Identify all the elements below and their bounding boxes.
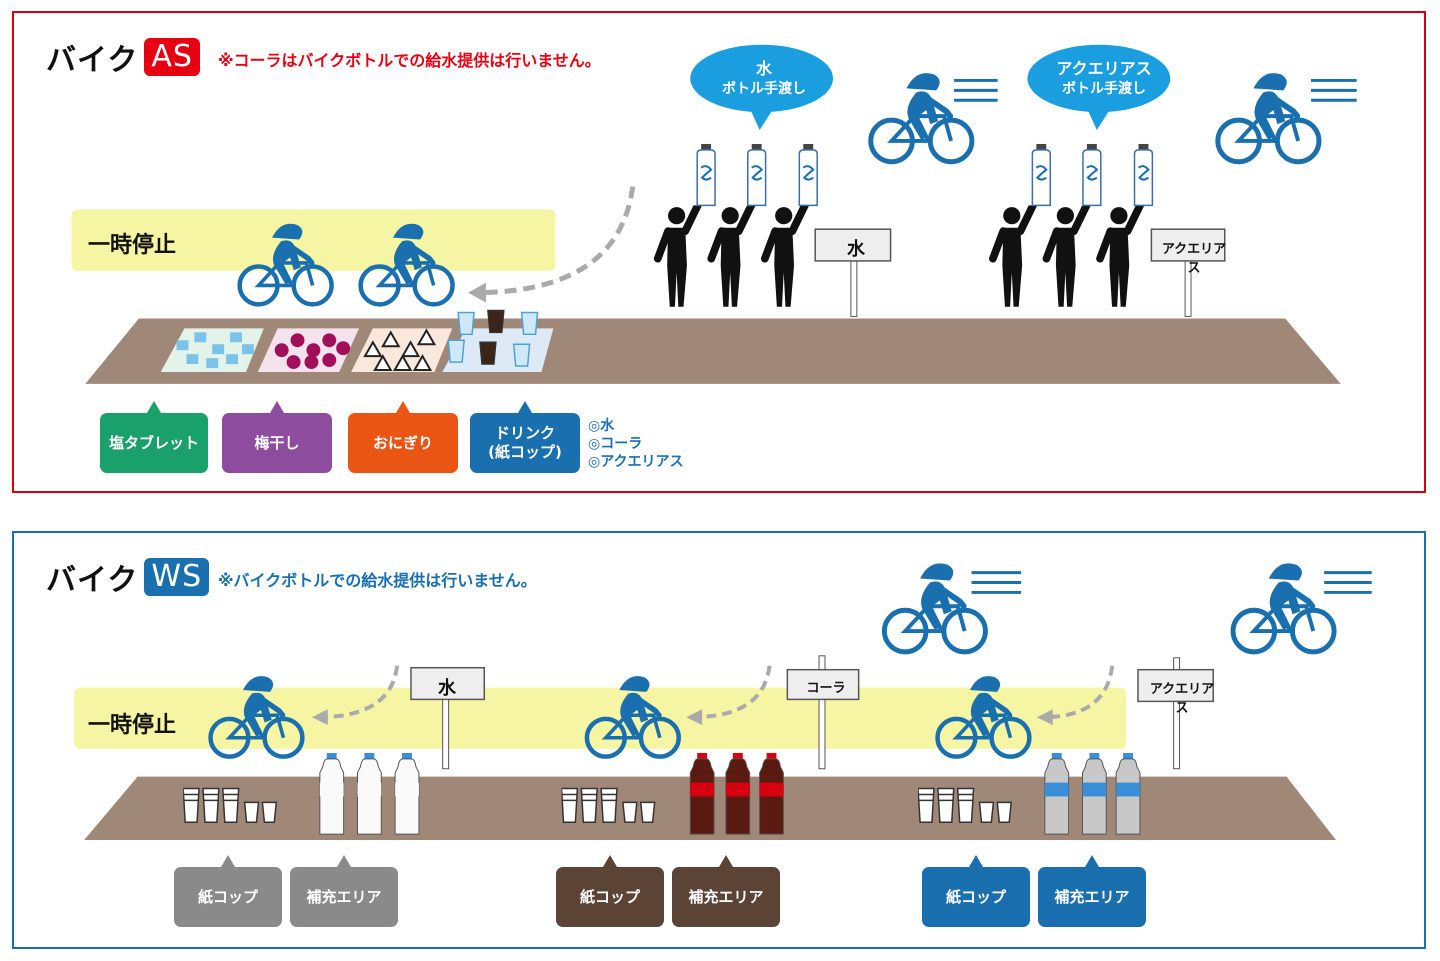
drink-cups-tray	[442, 309, 554, 372]
callout-drink: ドリンク (紙コップ)	[470, 401, 580, 473]
water-sign	[814, 228, 892, 317]
station3-sign	[1137, 657, 1214, 770]
callout-drink-line2: (紙コップ)	[488, 443, 562, 461]
salt-tablet-tray	[160, 328, 264, 372]
water-crew	[658, 143, 819, 307]
moving-cyclist-1-icon	[871, 73, 972, 162]
ws-moving-cyclist-2-icon	[1233, 563, 1334, 652]
aquarius-bubble	[1027, 44, 1171, 113]
speed-lines-1	[954, 78, 998, 102]
station2-refill-callout: 補充エリア	[672, 855, 780, 927]
station1-refill-label: 補充エリア	[306, 887, 382, 906]
ws-illustration	[74, 533, 1372, 841]
ws-title-text: バイク	[46, 563, 139, 598]
aquarius-sign-label: アクエリアス	[1161, 242, 1227, 276]
water-sign-label: 水	[847, 239, 865, 260]
callout-onigiri: おにぎり	[348, 401, 458, 473]
as-title: バイク AS	[46, 35, 200, 79]
station1-refill-callout: 補充エリア	[290, 855, 398, 927]
ws-stop-label: 一時停止	[88, 713, 177, 738]
callout-salt-tablet-label: 塩タブレット	[108, 433, 199, 452]
callout-salt-tablet: 塩タブレット	[100, 401, 208, 473]
station3-arrow	[1042, 665, 1115, 720]
ws-title: バイク WS	[46, 555, 210, 599]
callout-umeboshi-label: 梅干し	[254, 433, 300, 452]
station3-cup-label: 紙コップ	[945, 887, 1006, 906]
ws-speed-lines-2	[1324, 571, 1372, 594]
as-badge: AS	[144, 38, 200, 76]
station1-cup-callout: 紙コップ	[174, 855, 282, 927]
station1-cup-label: 紙コップ	[197, 887, 258, 906]
aquarius-sign	[1150, 228, 1226, 317]
station3-aquarius-bottles	[1044, 752, 1141, 835]
aquarius-bubble-line1: アクエリアス	[1056, 59, 1152, 78]
speed-lines-2	[1311, 78, 1357, 102]
station3-refill-callout: 補充エリア	[1038, 855, 1146, 927]
drink-list: ◎水 ◎コーラ ◎アクエリアス	[588, 417, 684, 471]
station2-sign-label: コーラ	[806, 681, 846, 696]
water-bubble-line2: ボトル手渡し	[722, 81, 806, 97]
station2-arrow	[692, 665, 772, 720]
station2-cola-bottles	[689, 752, 784, 835]
onigiri-tray	[351, 328, 453, 372]
ws-badge: WS	[144, 558, 210, 596]
ws-note: ※バイクボトルでの給水提供は行いません。	[218, 571, 537, 590]
stop-band	[71, 209, 556, 271]
water-bubble	[690, 44, 834, 113]
station3-cup-callout: 紙コップ	[922, 855, 1030, 927]
aquarius-bubble-text: アクエリアス ボトル手渡し	[1034, 59, 1174, 99]
drink-item-aquarius: ◎アクエリアス	[588, 454, 684, 470]
dashed-arrow	[474, 186, 636, 296]
as-illustration	[71, 44, 1357, 384]
ws-speed-lines-1	[971, 571, 1022, 594]
umeboshi-tray	[257, 328, 360, 372]
panel-as: バイク AS ※コーラはバイクボトルでの給水提供は行いません。 一時停止 水 ボ…	[12, 11, 1426, 493]
station2-cup-label: 紙コップ	[579, 887, 640, 906]
station3-refill-label: 補充エリア	[1054, 887, 1130, 906]
as-title-text: バイク	[46, 43, 139, 78]
callout-onigiri-label: おにぎり	[372, 433, 433, 452]
as-note: ※コーラはバイクボトルでの給水提供は行いません。	[218, 51, 601, 70]
panel-ws: バイク WS ※バイクボトルでの給水提供は行いません。 一時停止 水 コーラ ア…	[12, 531, 1426, 949]
ws-moving-cyclist-1-icon	[884, 563, 985, 652]
as-stop-label: 一時停止	[88, 233, 177, 258]
station3-sign-label: アクエリアス	[1149, 682, 1215, 716]
aquarius-bubble-line2: ボトル手渡し	[1062, 81, 1146, 97]
drink-item-water: ◎水	[588, 418, 615, 434]
water-bubble-line1: 水	[755, 59, 772, 78]
callout-umeboshi: 梅干し	[222, 401, 332, 473]
station1-sign	[410, 666, 486, 770]
drink-item-cola: ◎コーラ	[588, 436, 643, 452]
water-bubble-text: 水 ボトル手渡し	[694, 59, 834, 99]
moving-cyclist-2-icon	[1218, 73, 1319, 162]
station1-water-bottles	[319, 752, 420, 835]
aquarius-crew	[993, 143, 1154, 307]
station2-sign	[786, 655, 860, 770]
station1-sign-label: 水	[438, 678, 456, 699]
callout-drink-line1: ドリンク	[494, 424, 555, 443]
station2-refill-label: 補充エリア	[688, 887, 764, 906]
station2-cup-callout: 紙コップ	[556, 855, 664, 927]
